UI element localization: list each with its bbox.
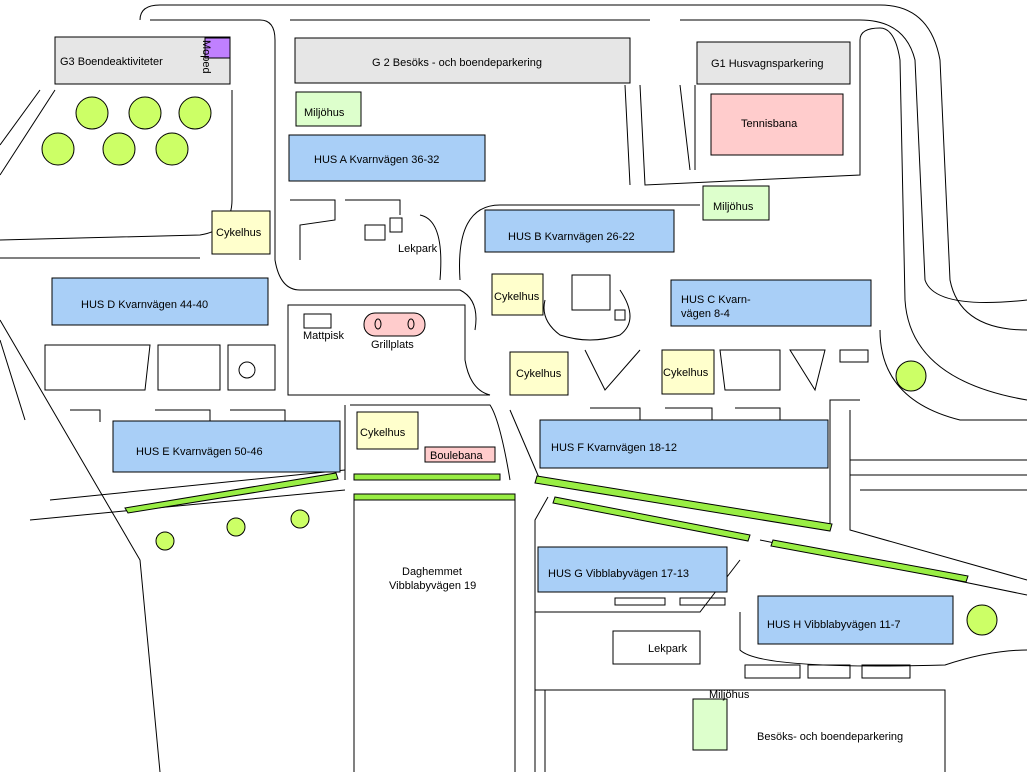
grill-area[interactable] [363,312,426,337]
parking-g2[interactable] [294,37,631,84]
playground-2[interactable] [612,630,701,665]
parking-g3-label: G3 Boendeaktiviteter [60,56,163,68]
tennis-court[interactable] [710,93,844,156]
house-b[interactable] [484,209,675,253]
bike-house-3-label: Cykelhus [516,368,562,380]
daycare-label-1: Daghemmet [402,566,462,578]
trees [41,96,998,636]
bike-house-1[interactable] [211,210,271,255]
env-house-2[interactable] [702,185,770,221]
house-c-label-2: vägen 8-4 [681,308,730,320]
carpet-rack[interactable] [303,313,332,329]
hedge [770,539,969,583]
moped-parking[interactable] [204,37,231,59]
tree [966,604,998,636]
env-house-1[interactable] [295,91,362,127]
env-house-2-label: Miljöhus [713,201,754,213]
tree [128,96,162,130]
grill-icon [407,318,415,330]
house-g[interactable] [537,546,728,593]
moped-label: Moped [200,40,212,74]
tennis-label: Tennisbana [741,118,798,130]
tree [155,531,175,551]
tree [895,360,927,392]
tree [178,96,212,130]
carpet-label: Mattpisk [303,330,344,342]
house-d[interactable] [51,277,269,326]
hedge [124,472,339,514]
house-e[interactable] [112,420,341,473]
tree [41,132,75,166]
hedge [534,475,833,532]
houses: HUS A Kvarnvägen 36-32 HUS B Kvarnvägen … [51,134,954,645]
house-c-label-1: HUS C Kvarn- [681,294,751,306]
bike-house-2[interactable] [491,273,544,316]
daycare-label-2: Vibblabyvägen 19 [389,580,476,592]
house-b-label: HUS B Kvarnvägen 26-22 [508,231,635,243]
grill-label: Grillplats [371,339,414,351]
house-a-label: HUS A Kvarnvägen 36-32 [314,154,439,166]
house-f-label: HUS F Kvarnvägen 18-12 [551,442,677,454]
house-f[interactable] [539,419,829,469]
house-h[interactable] [757,595,954,645]
parking-g2-label: G 2 Besöks - och boendeparkering [372,57,542,69]
parking-g1-label: G1 Husvagnsparkering [711,58,824,70]
house-e-label: HUS E Kvarnvägen 50-46 [136,446,263,458]
playground-1-label: Lekpark [398,243,438,255]
tree [290,509,310,529]
parking-g1[interactable] [696,41,851,85]
env-house-1-label: Miljöhus [304,107,345,119]
grill-icon [374,318,382,330]
boule-court[interactable] [424,446,496,463]
hedges [124,472,969,583]
bike-house-4-label: Cykelhus [663,367,709,379]
house-h-label: HUS H Vibblabyvägen 11-7 [767,619,901,631]
house-c[interactable] [670,279,872,327]
facilities: Tennisbana Miljöhus Miljöhus Miljöhus Cy… [211,91,844,751]
env-house-3-label: Miljöhus [709,689,750,701]
bike-house-5-label: Cykelhus [360,427,406,439]
parking-g3[interactable] [54,36,231,85]
bike-house-5[interactable] [356,411,419,450]
tree [102,132,136,166]
tree [226,517,246,537]
tree [75,96,109,130]
hedge [552,496,751,542]
env-house-3[interactable] [692,698,728,751]
boule-label: Boulebana [430,450,483,462]
parking-bottom-label: Besöks- och boendeparkering [757,731,903,743]
bike-house-4[interactable] [661,349,715,395]
bike-house-3[interactable] [509,351,569,396]
house-g-label: HUS G Vibblabyvägen 17-13 [548,568,689,580]
bike-house-1-label: Cykelhus [216,227,262,239]
bike-house-2-label: Cykelhus [494,291,540,303]
hedge [353,493,516,501]
playground-2-label: Lekpark [648,643,688,655]
tree [155,132,189,166]
house-d-label: HUS D Kvarnvägen 44-40 [81,299,208,311]
parking-areas: G3 Boendeaktiviteter Moped G 2 Besöks - … [54,36,903,743]
house-a[interactable] [288,134,486,182]
hedge [353,473,501,481]
